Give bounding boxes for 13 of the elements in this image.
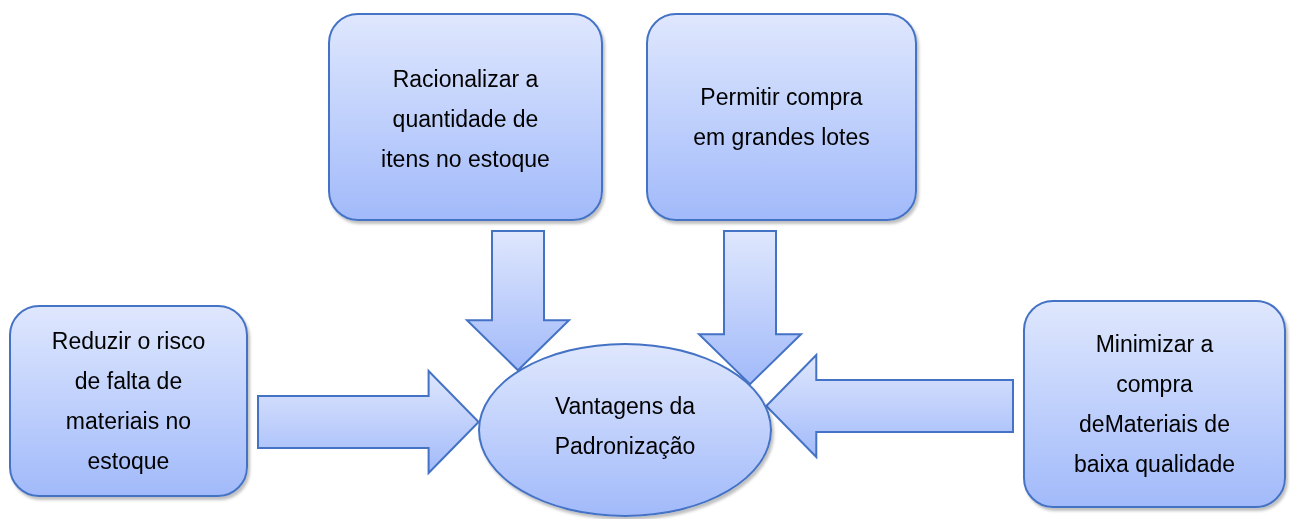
node-label: Minimizar a compra deMateriais de baixa qualidade [1072, 330, 1237, 479]
rounded-box [646, 13, 917, 221]
block-arrow [257, 368, 480, 476]
block-arrow [696, 230, 804, 386]
node-label: Permitir compra em grandes lotes [692, 83, 871, 152]
rounded-box [1023, 300, 1286, 508]
rounded-box [328, 13, 603, 221]
block-arrow [464, 230, 572, 372]
node-label: Racionalizar a quantidade de itens no estoque [380, 65, 551, 174]
rounded-box [9, 305, 248, 497]
node-label: Vantagens da Padronização [553, 392, 697, 461]
node-label: Reduzir o risco de falta de materiais no estoque [50, 327, 207, 476]
block-arrow [764, 352, 1014, 460]
